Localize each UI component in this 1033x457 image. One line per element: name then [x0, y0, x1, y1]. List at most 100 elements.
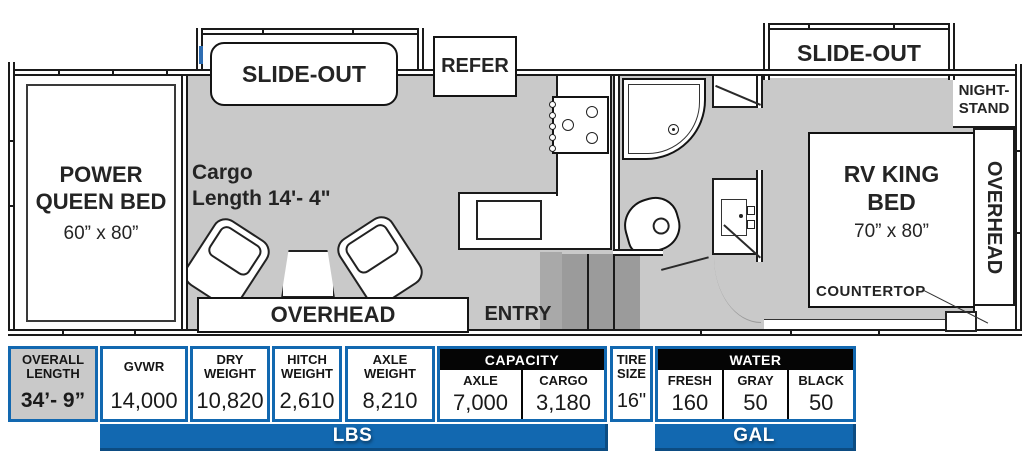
water-gray-label: GRAY: [737, 372, 774, 388]
gal-unit-bar: GAL: [655, 424, 856, 451]
gvwr-value: 14,000: [110, 388, 178, 413]
kitchen-sink: [476, 200, 542, 240]
king-bed-name-line1: RV KING: [843, 160, 940, 187]
window-tick: [1015, 150, 1022, 152]
axle-weight-label-line2: WEIGHT: [364, 366, 416, 381]
axle-weight-label-line1: AXLE: [372, 351, 408, 367]
nightstand: NIGHT- STAND: [953, 74, 1015, 128]
dry-weight-value: 10,820: [196, 388, 264, 413]
tire-size-label-line2: SIZE: [617, 366, 646, 381]
slideout-left-labelbox: SLIDE-OUT: [210, 42, 398, 106]
wall-bottom: [8, 329, 1022, 336]
vanity-faucet: [747, 206, 755, 215]
spec-table: OVERALL LENGTH 34’- 9” GVWR 14,000 DRY W…: [8, 346, 868, 452]
window-tick: [58, 69, 60, 76]
capacity-axle: AXLE 7,000: [440, 370, 521, 419]
cooktop-knob: [549, 112, 556, 119]
window-tick: [808, 23, 810, 30]
king-bed-name-line2: BED: [867, 188, 916, 215]
wall-left: [8, 62, 15, 336]
slideout-left-marker: [199, 46, 203, 64]
floorplan-diagram: POWER QUEEN BED 60” x 80” Cargo Length 1…: [0, 0, 1033, 345]
slideout-left-label: SLIDE-OUT: [242, 60, 366, 87]
slideout-left-wall-top: [196, 28, 424, 35]
wall-kitchen-bath: [613, 76, 620, 254]
lbs-unit-bar: LBS: [100, 424, 608, 451]
cooktop-knob: [549, 134, 556, 141]
window-tick: [262, 28, 264, 35]
entry-landing: [540, 252, 562, 330]
slideout-right-wall-top: [763, 23, 955, 30]
cooktop: [549, 96, 609, 154]
burner: [586, 106, 598, 118]
step-divider: [613, 254, 615, 330]
vanity-dot: [739, 214, 743, 218]
water-fresh-value: 160: [671, 390, 709, 415]
window-tick: [893, 23, 895, 30]
water-fresh: FRESH 160: [658, 370, 722, 419]
shower-drain: [668, 124, 679, 135]
overall-length-label-line2: LENGTH: [26, 366, 80, 381]
overall-length-label-line1: OVERALL: [21, 351, 85, 367]
refrigerator: REFER: [433, 36, 517, 97]
slideout-right-wall-right: [948, 23, 955, 80]
vanity-faucet: [747, 220, 755, 229]
spec-water: WATER FRESH 160 GRAY 50 BLACK 50: [655, 346, 856, 422]
capacity-cargo-label: CARGO: [539, 372, 588, 388]
spec-hitch-weight: HITCH WEIGHT 2,610: [272, 346, 342, 422]
countertop-label: COUNTERTOP: [816, 283, 926, 300]
dry-weight-label-line2: WEIGHT: [204, 366, 256, 381]
king-bed: RV KING BED 70” x 80”: [808, 132, 975, 308]
water-gray-value: 50: [743, 390, 768, 415]
window-tick: [134, 329, 136, 336]
window-tick: [166, 69, 168, 76]
queen-bed-name-line2: QUEEN BED: [35, 189, 167, 214]
spec-tire-size: TIRE SIZE 16": [610, 346, 653, 422]
window-tick: [352, 28, 354, 35]
queen-bed-name-line1: POWER: [59, 162, 143, 187]
water-header: WATER: [658, 349, 853, 370]
wall-bedroom-right: [181, 76, 188, 332]
king-bed-size: 70” x 80”: [854, 220, 929, 242]
cooktop-knob: [549, 101, 556, 108]
bedroom-base-cabinet: [764, 319, 946, 330]
cargo-length-label: Cargo Length 14'- 4": [192, 160, 331, 212]
hitch-weight-label-line1: HITCH: [287, 351, 327, 367]
spec-dry-weight: DRY WEIGHT 10,820: [190, 346, 270, 422]
refer-label: REFER: [441, 55, 509, 77]
wall-bath-bedroom-lower: [756, 170, 763, 262]
spec-axle-weight: AXLE WEIGHT 8,210: [345, 346, 435, 422]
overhead-living: OVERHEAD: [197, 297, 469, 333]
slideout-left-wall-right: [417, 28, 424, 76]
cooktop-knob: [549, 123, 556, 130]
slideout-right-label: SLIDE-OUT: [797, 40, 921, 66]
wall-right: [1015, 64, 1022, 336]
capacity-axle-value: 7,000: [452, 390, 509, 415]
hitch-weight-value: 2,610: [279, 388, 335, 413]
spec-overall-length: OVERALL LENGTH 34’- 9”: [8, 346, 98, 422]
window-tick: [8, 140, 15, 142]
nightstand-line1: NIGHT-: [958, 82, 1010, 99]
gvwr-label: GVWR: [123, 358, 165, 374]
vanity-sink: [721, 199, 747, 236]
entry-label: ENTRY: [484, 303, 552, 325]
window-tick: [112, 69, 114, 76]
window-tick: [1015, 232, 1022, 234]
spec-gvwr: GVWR 14,000: [100, 346, 188, 422]
vanity: [712, 178, 759, 255]
capacity-cargo: CARGO 3,180: [521, 370, 604, 419]
window-tick: [700, 329, 702, 336]
nightstand-line2: STAND: [958, 100, 1010, 117]
overhead-bedroom-label: OVERHEAD: [983, 160, 1006, 274]
capacity-header: CAPACITY: [440, 349, 604, 370]
window-tick: [8, 205, 15, 207]
capacity-axle-label: AXLE: [463, 372, 498, 388]
water-black-value: 50: [808, 390, 834, 415]
capacity-cargo-value: 3,180: [535, 390, 592, 415]
window-tick: [62, 329, 64, 336]
water-black-label: BLACK: [798, 372, 844, 388]
queen-bed: POWER QUEEN BED 60” x 80”: [26, 84, 176, 322]
tire-size-value: 16": [616, 389, 647, 412]
step-divider: [587, 254, 589, 330]
